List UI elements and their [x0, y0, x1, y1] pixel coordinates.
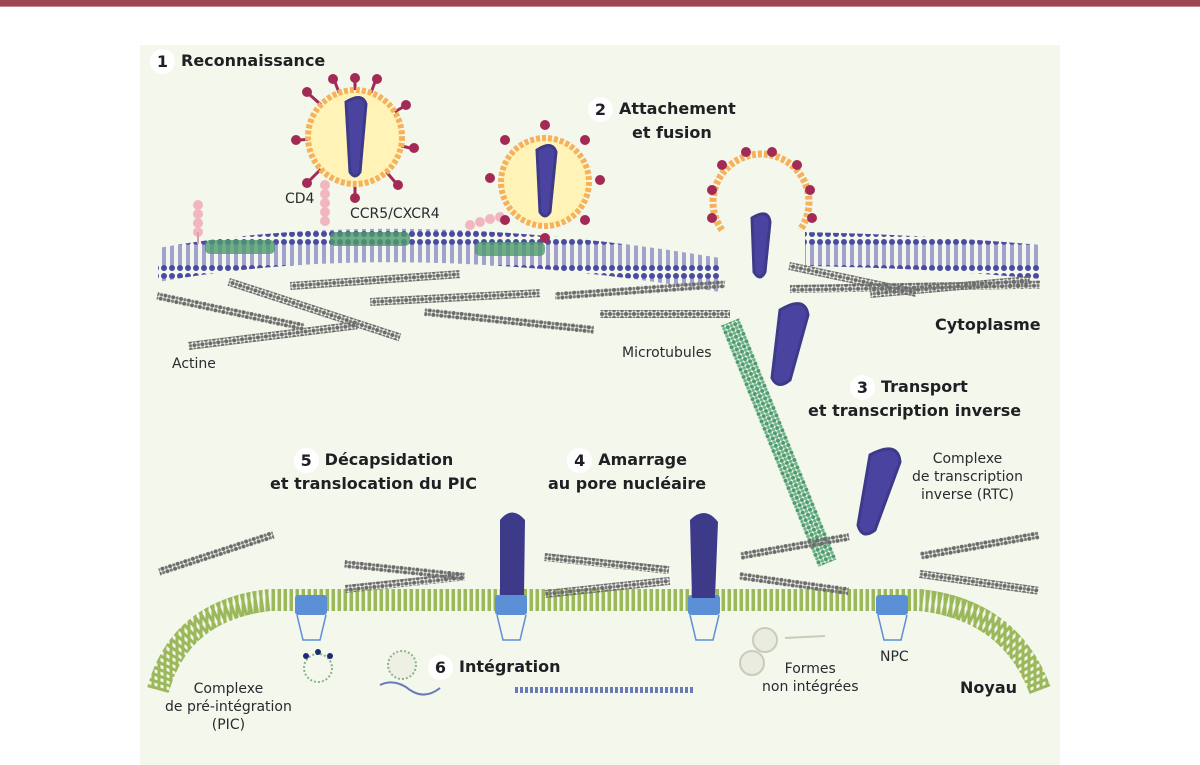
integration-site — [379, 650, 695, 696]
figure-panel — [0, 7, 1200, 765]
capsid-rtc — [856, 447, 902, 536]
npc-docking-2 — [688, 512, 720, 641]
npc-docking-1 — [495, 512, 527, 641]
perinuclear-actin — [158, 530, 1040, 598]
label-microtubules: Microtubules — [622, 345, 712, 361]
step-number: 6 — [428, 655, 453, 680]
label-rtc: Complexe de transcription inverse (RTC) — [912, 450, 1023, 504]
step-title: Reconnaissance — [181, 51, 326, 70]
nuclear-membrane — [147, 589, 1051, 695]
step-1-recognition: 1 Reconnaissance — [150, 49, 325, 74]
region-nucleus: Noyau — [960, 678, 1017, 697]
step-6-integration: 6 Intégration — [428, 655, 561, 680]
microtubule — [720, 318, 837, 567]
label-npc: NPC — [880, 649, 909, 665]
label-pic: Complexe de pré-intégration (PIC) — [165, 680, 292, 734]
step-number: 5 — [293, 448, 319, 473]
npc-decapsidation — [295, 595, 327, 641]
step-number: 3 — [850, 375, 875, 400]
step-title: Amarrage — [598, 450, 687, 469]
step-5-uncoating: 5 Décapsidation et translocation du PIC — [270, 448, 477, 494]
step-number: 4 — [567, 448, 593, 473]
top-accent-bar — [0, 0, 1200, 7]
step-title: Attachement — [619, 99, 736, 118]
step-4-docking: 4 Amarrage au pore nucléaire — [548, 448, 706, 494]
figure-background — [140, 45, 1060, 765]
label-rtc-line: inverse (RTC) — [921, 487, 1014, 503]
unintegrated-forms — [739, 627, 826, 676]
step-title: Intégration — [459, 657, 561, 676]
capsid-transport — [770, 302, 810, 386]
step-2-attachment-fusion: 2 Attachement et fusion — [588, 97, 736, 143]
npc-empty — [876, 595, 908, 641]
label-pic-line: de pré-intégration — [165, 699, 292, 715]
label-rtc-line: de transcription — [912, 469, 1023, 485]
step-subtitle: au pore nucléaire — [548, 474, 707, 493]
region-cytoplasm: Cytoplasme — [935, 315, 1041, 334]
label-rtc-line: Complexe — [932, 451, 1003, 467]
label-unintegrated-line: non intégrées — [762, 679, 859, 695]
label-unintegrated-forms: Formes non intégrées — [762, 660, 858, 696]
virion-attachment — [485, 120, 605, 243]
pre-integration-complex — [303, 649, 333, 683]
step-subtitle: et translocation du PIC — [270, 474, 477, 493]
step-title: Transport — [881, 377, 968, 396]
label-pic-line: Complexe — [193, 681, 264, 697]
virion-recognition — [291, 73, 419, 203]
label-coreceptor: CCR5/CXCR4 — [350, 206, 440, 222]
step-3-transport: 3 Transport et transcription inverse — [808, 375, 1021, 421]
step-subtitle: et fusion — [631, 123, 712, 142]
label-actin: Actine — [172, 356, 216, 372]
label-pic-line: (PIC) — [211, 717, 246, 733]
step-subtitle: et transcription inverse — [808, 401, 1022, 420]
nuclear-pores — [295, 512, 908, 641]
label-cd4: CD4 — [285, 191, 315, 207]
virion-fusion — [707, 147, 817, 279]
plasma-membrane — [158, 228, 1040, 292]
step-number: 1 — [150, 49, 175, 74]
label-unintegrated-line: Formes — [784, 661, 836, 677]
actin-filaments — [156, 262, 1041, 350]
cd4-receptors — [193, 180, 505, 244]
step-title: Décapsidation — [324, 450, 454, 469]
step-number: 2 — [588, 97, 613, 122]
